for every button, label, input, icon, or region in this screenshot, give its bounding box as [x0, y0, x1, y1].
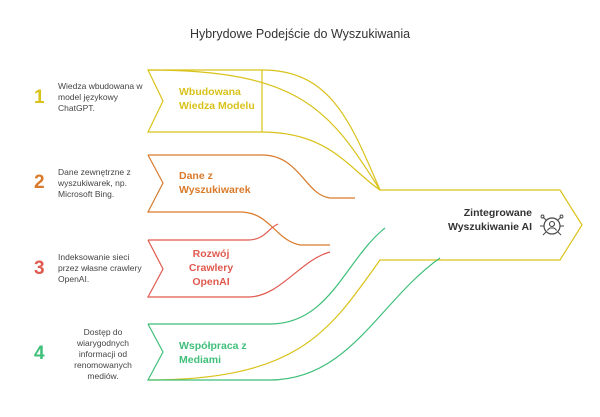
band-1 [147, 69, 263, 133]
step-1-label: Wbudowana Wiedza Modelu [179, 86, 255, 112]
step-4-description: Dostęp do wiarygodnych informacji od ren… [74, 327, 132, 381]
band-1-flow [261, 69, 381, 191]
step-3-number: 3 [34, 258, 45, 279]
user-target-icon [540, 214, 564, 236]
step-4-number: 4 [34, 343, 45, 364]
step-2-label: Dane z Wyszukiwarek [179, 170, 251, 196]
output-arrow [147, 69, 583, 381]
output-label: Zintegrowane Wyszukiwanie AI [447, 207, 532, 233]
step-3-description: Indeksowanie sieci przez własne crawlery… [58, 252, 142, 284]
step-1-description: Wiedza wbudowana w model językowy ChatGP… [58, 81, 143, 113]
band-2 [147, 154, 355, 246]
step-1-number: 1 [34, 87, 45, 108]
band-3 [146, 223, 331, 298]
band-4 [146, 227, 441, 381]
step-2-number: 2 [34, 172, 45, 193]
step-3-label: Rozwój Crawlery OpenAI [188, 248, 234, 288]
diagram-title: Hybrydowe Podejście do Wyszukiwania [189, 27, 411, 41]
step-2-description: Dane zewnętrzne z wyszukiwarek, np. Micr… [58, 167, 131, 199]
step-4-label: Współpraca z Mediami [179, 340, 247, 366]
